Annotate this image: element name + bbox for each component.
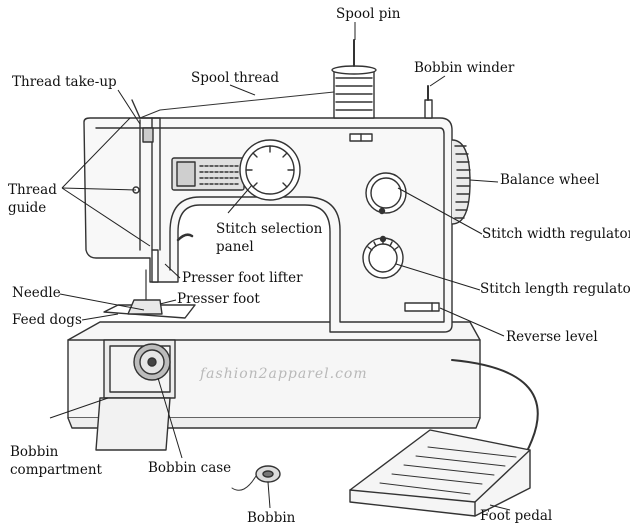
label-needle: Needle: [12, 285, 61, 301]
label-bobbin-compartment-1: Bobbin: [10, 444, 59, 460]
compartment-door: [95, 397, 171, 451]
label-bobbin-winder: Bobbin winder: [414, 60, 515, 76]
label-thread-guide-1: Thread: [8, 182, 57, 198]
leader-needle: [59, 293, 145, 311]
stitch-width-dial: [365, 172, 407, 214]
leader-feed-dogs: [81, 313, 119, 321]
label-balance-wheel: Balance wheel: [500, 172, 600, 188]
presser-foot: [127, 299, 163, 315]
leader-presser-foot-lifter: [164, 263, 181, 279]
leader-reverse-level: [439, 307, 505, 337]
leader-thread-takeup: [117, 89, 141, 125]
label-stitch-width: Stitch width regulator: [482, 226, 630, 242]
label-spool-pin: Spool pin: [336, 6, 401, 22]
leader-thread-guide-a: [61, 117, 131, 189]
label-bobbin-case: Bobbin case: [148, 460, 232, 476]
leader-spool-thread: [229, 84, 256, 96]
leader-stitch-selection: [227, 184, 253, 214]
leader-balance-wheel: [469, 179, 499, 183]
watermark: fashion2apparel.com: [200, 366, 368, 382]
leader-stitch-length: [395, 263, 481, 291]
leader-bobbin-case: [157, 377, 183, 459]
leader-thread-guide-b: [61, 187, 137, 191]
label-reverse-level: Reverse level: [506, 329, 598, 345]
label-presser-foot: Presser foot: [177, 291, 260, 307]
label-bobbin: Bobbin: [247, 510, 296, 526]
label-feed-dogs: Feed dogs: [12, 312, 82, 328]
label-stitch-length: Stitch length regulator: [480, 281, 630, 297]
label-stitch-selection-1: Stitch selection: [216, 221, 323, 237]
leader-bobbin: [267, 481, 271, 509]
label-bobbin-compartment-2: compartment: [10, 462, 102, 478]
label-presser-foot-lifter: Presser foot lifter: [182, 270, 303, 286]
label-stitch-selection-2: panel: [216, 239, 254, 255]
leader-bobbin-compartment: [49, 397, 109, 419]
bobbin-winder: [424, 99, 433, 119]
balance-wheel: [451, 139, 471, 225]
foot-pedal: [349, 429, 531, 517]
label-thread-take-up: Thread take-up: [12, 74, 117, 90]
presser-foot-lifter: [176, 233, 194, 242]
leader-bobbin-winder: [429, 75, 446, 87]
label-spool-thread: Spool thread: [191, 70, 280, 86]
reverse-lever: [404, 302, 440, 312]
leader-thread-guide-c: [61, 187, 151, 247]
label-thread-guide-2: guide: [8, 200, 47, 216]
leader-stitch-width: [397, 187, 483, 235]
leader-presser-foot: [159, 299, 177, 305]
spool-thread: [139, 91, 335, 119]
label-foot-pedal: Foot pedal: [480, 508, 553, 524]
leader-foot-pedal: [489, 504, 511, 511]
